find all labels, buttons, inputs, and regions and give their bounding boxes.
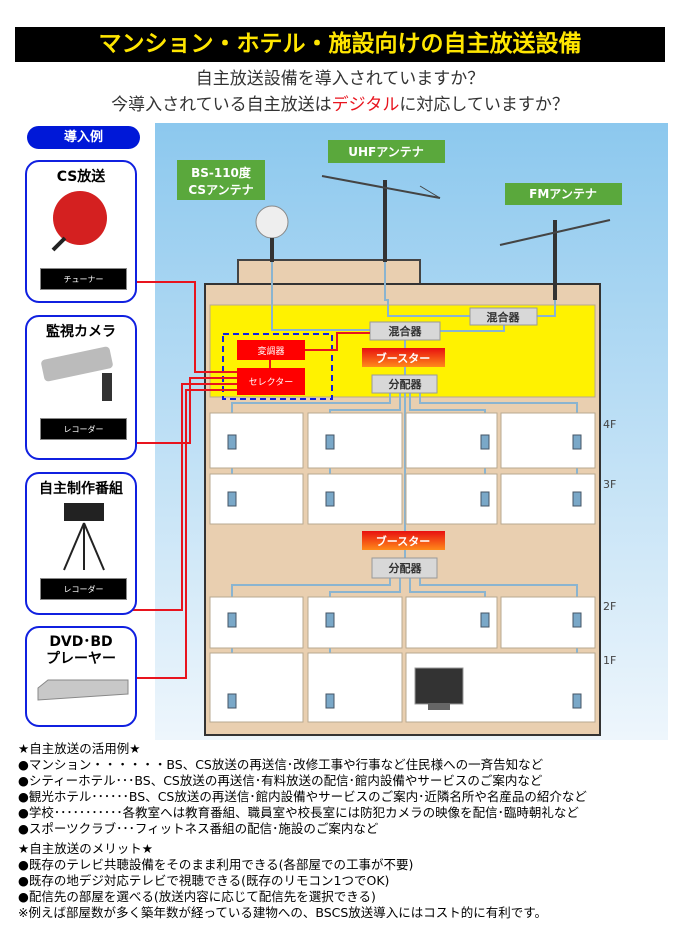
recorder-box: レコーダー [40,578,127,600]
fm-label-text: FMアンテナ [529,187,597,201]
floor-label-4f: 4F [603,418,616,431]
fm-antenna-label: FMアンテナ [505,183,622,205]
wall-outlet-icons [227,434,582,709]
use-cases: ★自主放送の活用例★ ●マンション・・・・・・BS、CS放送の再送信･改修工事や… [18,741,587,837]
booster-1: ブースター [362,348,445,367]
mixer-1: 混合器 [369,321,441,341]
tv-icon [414,667,464,710]
subtitle-1: 自主放送設備を導入されていますか？ [195,69,485,89]
modulator: 変調器 [237,340,305,360]
recorder-box: レコーダー [40,418,127,440]
mixer-2-label: 混合器 [487,310,521,324]
source-label-line1: DVD･BD [49,634,113,650]
source-label: 自主制作番組 [39,481,123,497]
uhf-antenna-label: UHFアンテナ [328,140,445,163]
fm-antenna-icon [499,219,611,300]
booster-2-label: ブースター [376,534,430,548]
page-title: マンション・ホテル・施設向けの自主放送設備 [15,27,665,62]
tuner-box: チューナー [40,268,127,290]
source-label-line2: プレーヤー [46,651,116,667]
security-camera-icon [41,346,113,401]
source-cs-broadcast: CS放送 チューナー [25,160,137,303]
dvd-player-icon [37,679,129,701]
booster-1-label: ブースター [376,351,430,365]
splitter-1: 分配器 [371,374,438,394]
bs-label-line2: CSアンテナ [188,183,253,197]
use-case-item: ●マンション・・・・・・BS、CS放送の再送信･改修工事や行事など住民様への一斉… [18,757,544,772]
examples-badge: 導入例 [27,126,140,149]
use-case-item: ●観光ホテル･･････BS、CS放送の再送信･館内設備やサービスのご案内･近隣… [18,789,587,804]
satellite-dish-icon [51,191,107,252]
splitter-1-label: 分配器 [389,377,423,391]
splitter-2-label: 分配器 [389,561,423,575]
subtitle-2-highlight: デジタル [331,95,400,115]
source-label: CS放送 [56,169,106,185]
splitter-2: 分配器 [371,557,438,579]
merit-item: ●配信先の部屋を選べる(放送内容に応じて配信先を選択できる) [18,889,376,904]
use-case-item: ●スポーツクラブ･･･フィットネス番組の配信･施設のご案内など [18,821,379,836]
subtitle-2-post: に対応していますか？ [399,95,569,115]
mixer-1-label: 混合器 [389,324,423,338]
source-dvd-bd-player: DVD･BD プレーヤー [25,626,137,727]
video-camera-icon [63,503,105,571]
floor-label-2f: 2F [603,600,616,613]
uhf-antenna-icon [321,175,441,262]
selector-label: セレクター [249,377,294,388]
modulator-label: 変調器 [257,345,284,357]
headend-dashed-box [222,333,333,400]
subtitle-2-pre: 今導入されている自主放送は [111,95,332,115]
subtitle-2: 今導入されている自主放送はデジタルに対応していますか？ [0,90,680,115]
merits: ★自主放送のメリット★ ●既存のテレビ共聴設備をそのまま利用できる(各部屋での工… [18,841,547,921]
floor-label-3f: 3F [603,478,616,491]
use-case-item: ●学校･･･････････各教室へは教育番組、職員室や校長室には防犯カメラの映… [18,805,579,820]
bs-label-line1: BS-110度 [191,165,252,180]
floor-label-1f: 1F [603,654,616,667]
merit-note: ※例えば部屋数が多く築年数が経っている建物への、BSCS放送導入にはコスト的に有… [18,905,548,920]
rooms [209,412,596,723]
merit-item: ●既存の地デジ対応テレビで視聴できる(既存のリモコン1つでOK) [18,873,390,888]
uhf-label-text: UHFアンテナ [348,145,424,159]
bs-cs-antenna-label: BS-110度 CSアンテナ [177,160,265,200]
use-cases-heading: ★自主放送の活用例★ [18,741,141,756]
use-case-item: ●シティーホテル･･･BS、CS放送の再送信･有料放送の配信･館内設備やサービス… [18,773,543,788]
merits-heading: ★自主放送のメリット★ [18,841,153,856]
source-original-program: 自主制作番組 レコーダー [25,472,137,615]
source-label: 監視カメラ [46,324,116,340]
merit-item: ●既存のテレビ共聴設備をそのまま利用できる(各部屋での工事が不要) [18,857,414,872]
booster-2: ブースター [362,531,445,550]
source-security-camera: 監視カメラ レコーダー [25,315,137,460]
selector: セレクター [237,368,305,395]
mixer-2: 混合器 [469,307,538,326]
bs-cs-antenna-icon [255,205,289,262]
